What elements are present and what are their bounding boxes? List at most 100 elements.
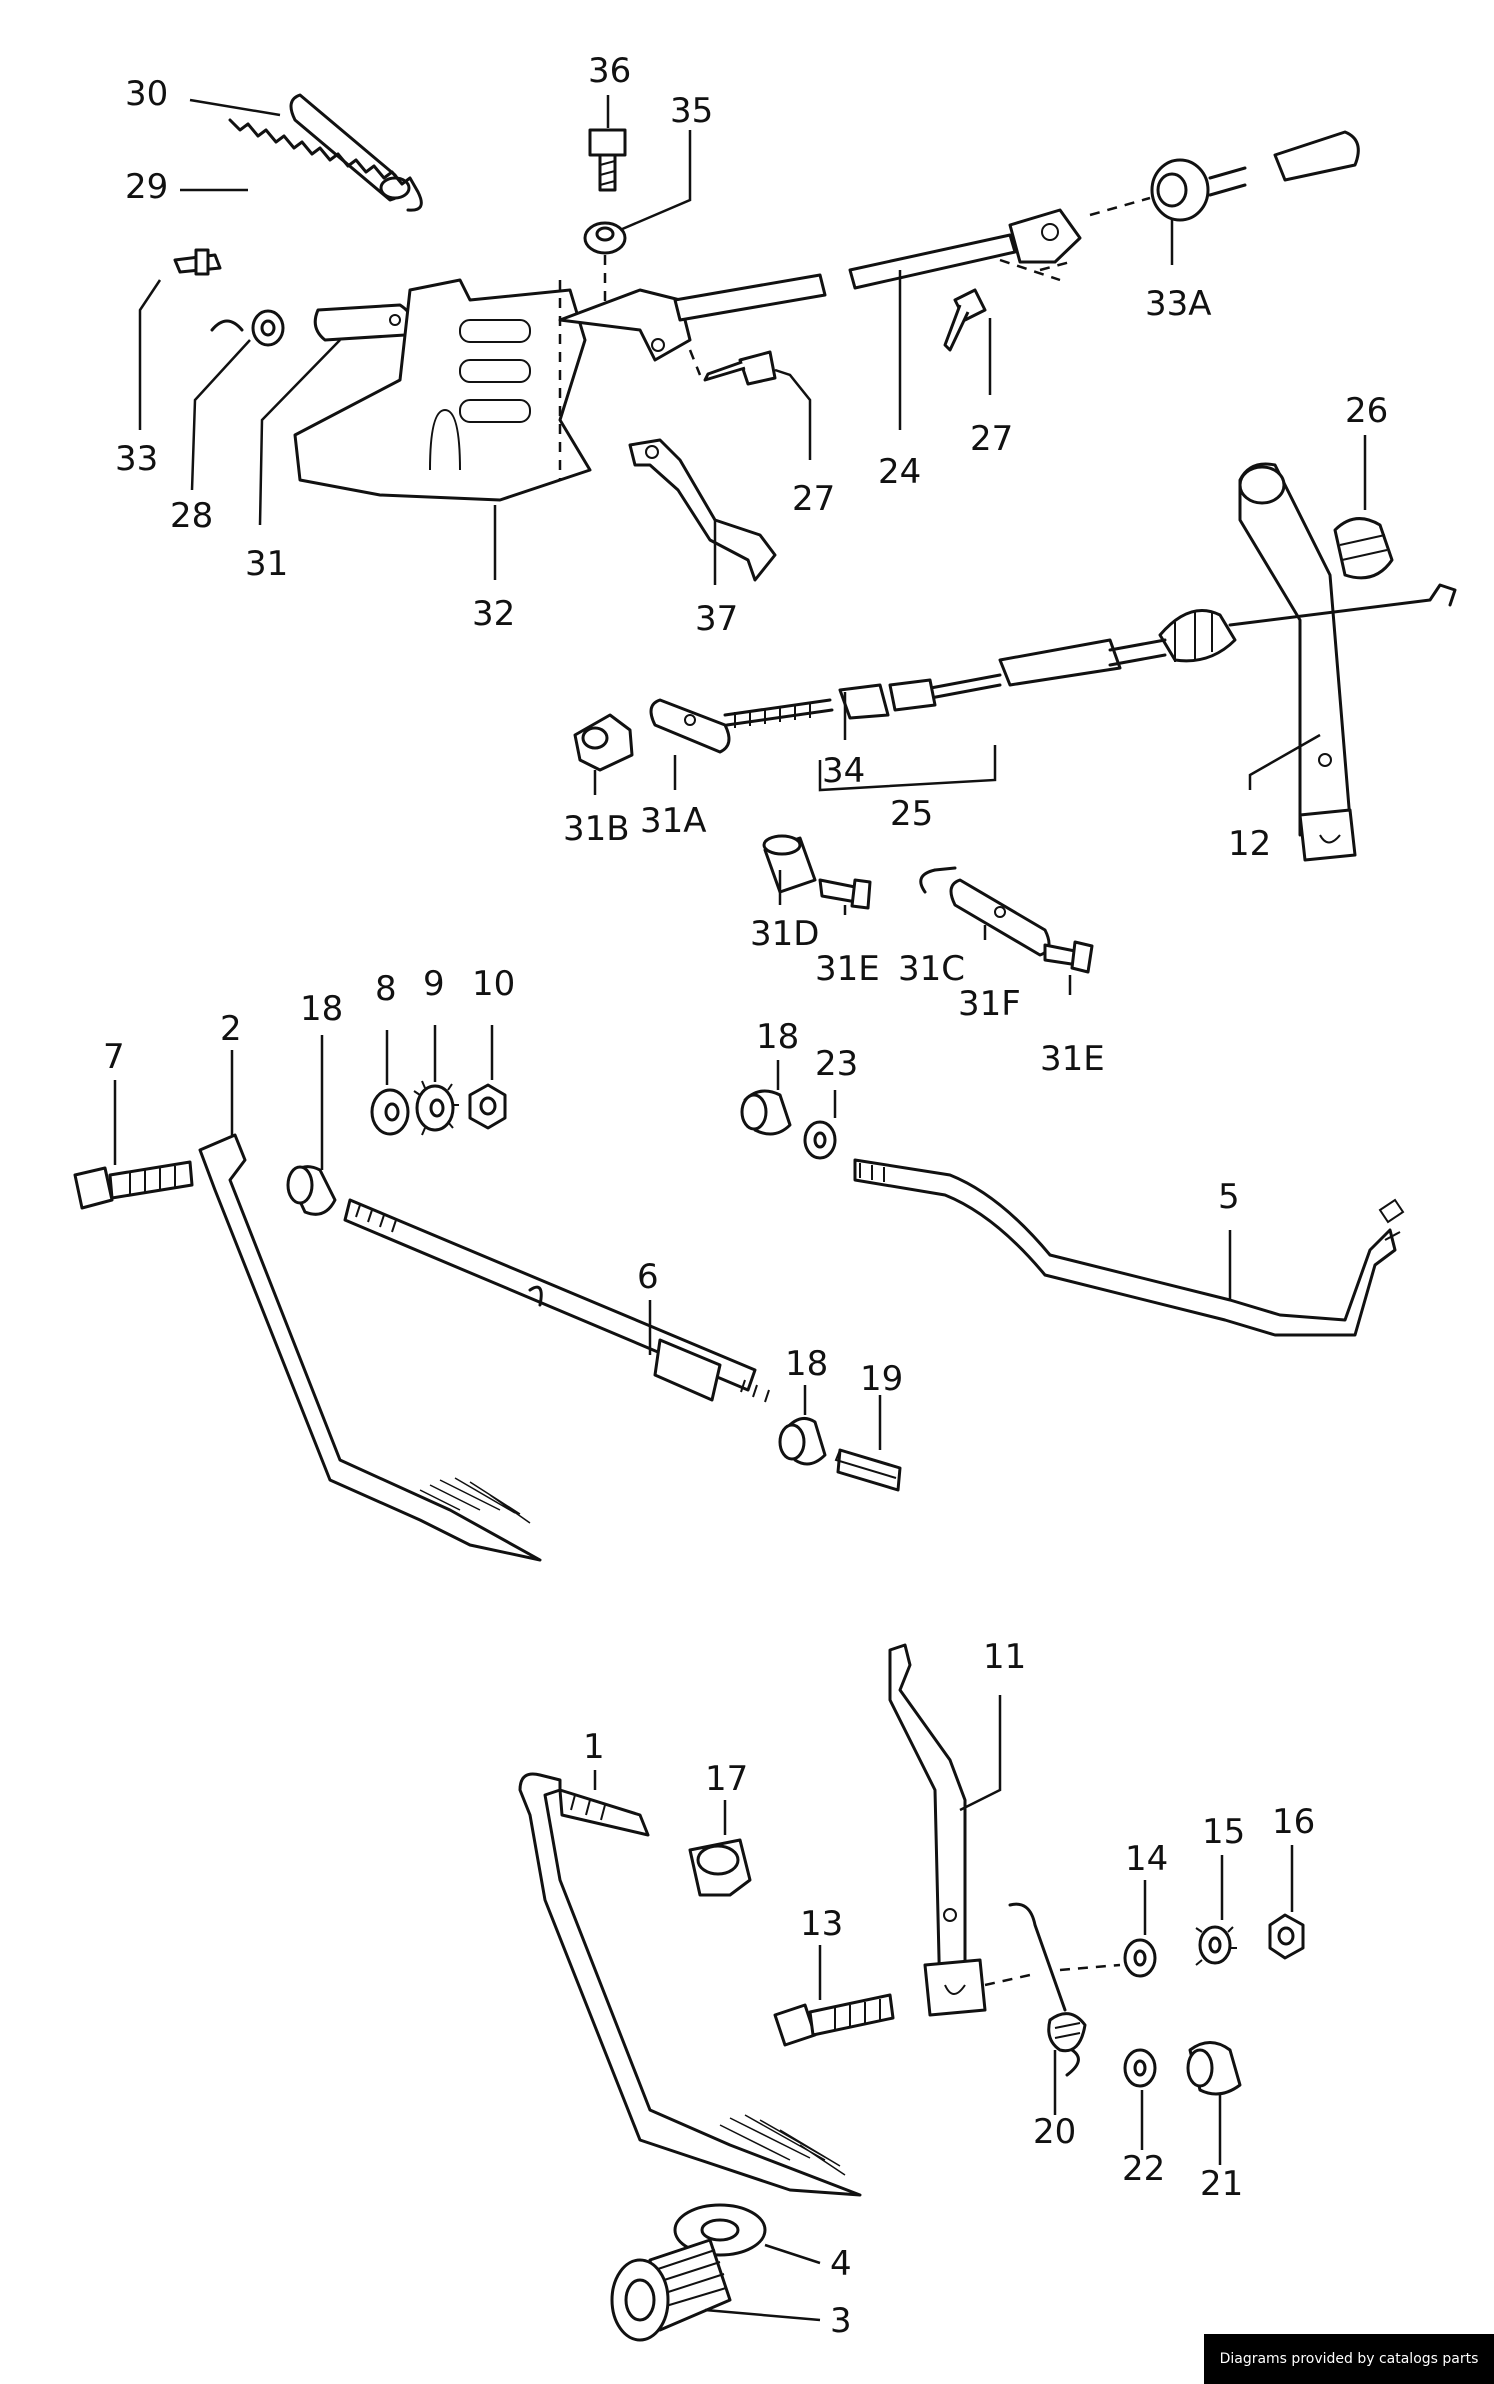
label-31E-a: 31E: [815, 949, 880, 989]
label-31D: 31D: [750, 914, 819, 954]
part-18-bushing-c: [778, 1416, 827, 1466]
label-3: 3: [830, 2301, 852, 2341]
part-10-nut: [468, 1083, 507, 1130]
label-18-c: 18: [785, 1344, 828, 1384]
label-31A: 31A: [640, 801, 707, 841]
part-27-screw-b: [703, 350, 777, 386]
label-30: 30: [125, 74, 168, 114]
part-2-pedal-lever: [198, 1133, 542, 1562]
part-35-nut: [583, 221, 627, 255]
label-9: 9: [423, 964, 445, 1004]
label-15: 15: [1202, 1812, 1245, 1852]
top-assembly: [173, 93, 1360, 582]
label-34: 34: [822, 751, 865, 791]
part-36-bolt: [588, 128, 627, 192]
label-17: 17: [705, 1759, 748, 1799]
part-33-pin: [173, 248, 222, 276]
part-13-bolt: [773, 1993, 895, 2047]
part-6-shaft: [343, 1198, 770, 1403]
part-4-washer: [673, 2203, 767, 2257]
label-13: 13: [800, 1904, 843, 1944]
label-25: 25: [890, 794, 933, 834]
part-21-bushing: [1186, 2041, 1242, 2096]
label-16: 16: [1272, 1802, 1315, 1842]
part-14-washer: [1123, 1938, 1157, 1978]
label-8: 8: [375, 969, 397, 1009]
label-23: 23: [815, 1044, 858, 1084]
part-3-stop: [610, 2238, 732, 2342]
shaft-assembly: [73, 1080, 1405, 1562]
part-31F-pin: [949, 878, 1051, 957]
label-14: 14: [1125, 1839, 1168, 1879]
part-25-cable: [723, 583, 1457, 792]
part-5-rod: [853, 1158, 1405, 1337]
middle-assembly: [573, 462, 1457, 974]
label-18-b: 18: [756, 1017, 799, 1057]
label-5: 5: [1218, 1177, 1240, 1217]
part-28-washer: [210, 309, 285, 347]
label-27-a: 27: [970, 419, 1013, 459]
part-22-washer: [1123, 2048, 1157, 2088]
label-20: 20: [1033, 2112, 1076, 2152]
label-33: 33: [115, 439, 158, 479]
label-18-a: 18: [300, 989, 343, 1029]
part-37-bracket: [628, 438, 777, 582]
label-1: 1: [583, 1727, 605, 1767]
callout-labels: 30 29 33 28 31 32 36 35 37 27 27 24 33A …: [103, 51, 1388, 2341]
label-33A: 33A: [1145, 284, 1212, 324]
label-32: 32: [472, 594, 515, 634]
part-11-lever: [888, 1643, 1121, 2017]
label-6: 6: [637, 1257, 659, 1297]
part-29-spring: [228, 118, 423, 212]
part-17-bushing: [688, 1838, 752, 1897]
part-32-bracket: [293, 278, 592, 502]
label-27-b: 27: [792, 479, 835, 519]
label-10: 10: [472, 964, 515, 1004]
part-24-cable: [558, 208, 1082, 362]
part-15-lockwasher: [1195, 1925, 1237, 1966]
part-20-spring: [1008, 1902, 1087, 2077]
label-35: 35: [670, 91, 713, 131]
label-7: 7: [103, 1037, 125, 1077]
part-9-lockwasher: [413, 1080, 459, 1136]
label-29: 29: [125, 167, 168, 207]
label-31C: 31C: [898, 949, 965, 989]
part-31C-clip: [919, 866, 957, 894]
label-19: 19: [860, 1359, 903, 1399]
bottom-assembly: [518, 1643, 1305, 2342]
part-23-washer: [803, 1120, 837, 1160]
part-7-bolt: [73, 1160, 194, 1210]
part-16-nut: [1268, 1913, 1305, 1960]
label-31B: 31B: [563, 809, 630, 849]
credit-text: Diagrams provided by catalogs parts: [1219, 2351, 1479, 2367]
part-27-screw-a: [943, 288, 987, 352]
part-31E-bolt-b: [1043, 940, 1094, 974]
label-31E-b: 31E: [1040, 1039, 1105, 1079]
part-31E-bolt-a: [818, 878, 872, 910]
label-31F: 31F: [958, 984, 1021, 1024]
label-24: 24: [878, 452, 921, 492]
part-19-key: [834, 1448, 902, 1492]
part-26-bushing: [1333, 517, 1394, 580]
part-30-sleeve: [289, 93, 411, 202]
part-33A-grommet: [1089, 130, 1360, 222]
label-36: 36: [588, 51, 631, 91]
part-31D-sleeve: [762, 834, 817, 894]
leader-lines: [113, 95, 1367, 2322]
credit-banner: Diagrams provided by catalogs parts: [1204, 2334, 1494, 2384]
part-18-bushing-b: [740, 1089, 792, 1136]
part-18-bushing-a: [286, 1165, 337, 1216]
part-8-washer: [370, 1088, 410, 1136]
label-4: 4: [830, 2244, 852, 2284]
part-31-joint: [313, 303, 413, 342]
part-31B-nut: [573, 713, 634, 772]
label-26: 26: [1345, 391, 1388, 431]
label-28: 28: [170, 496, 213, 536]
label-21: 21: [1200, 2164, 1243, 2204]
label-2: 2: [220, 1009, 242, 1049]
label-22: 22: [1122, 2149, 1165, 2189]
part-31A-pin: [649, 698, 731, 754]
label-12: 12: [1228, 824, 1271, 864]
part-1-pedal: [518, 1772, 862, 2197]
